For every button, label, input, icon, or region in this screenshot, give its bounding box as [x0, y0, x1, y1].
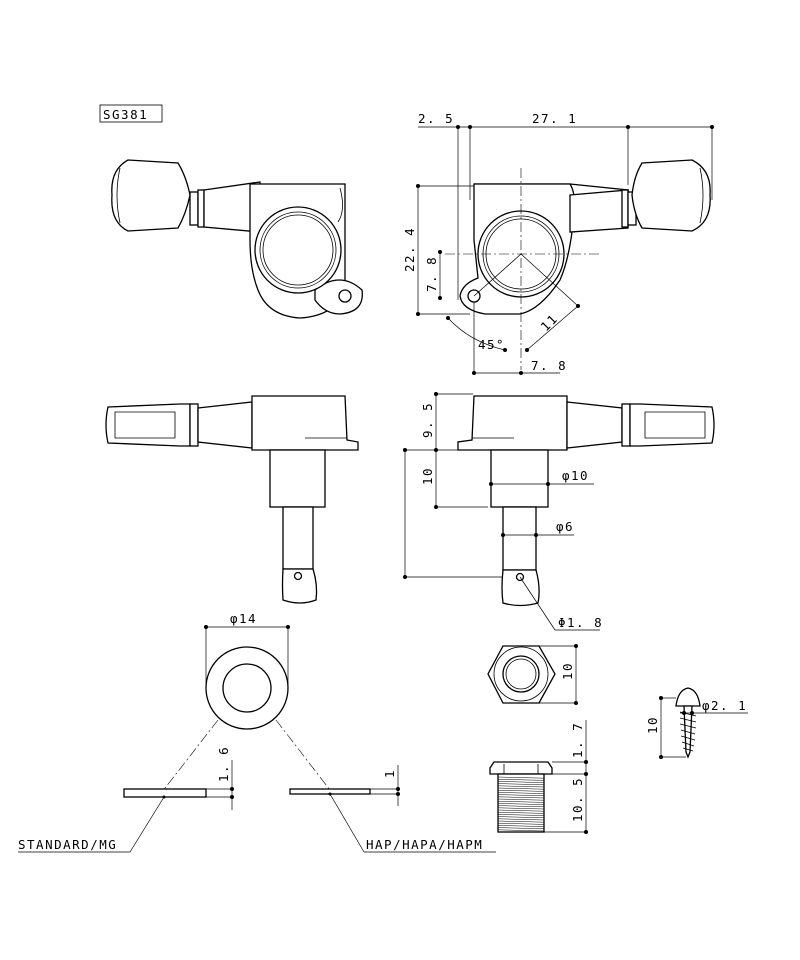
screw-hole: [338, 289, 352, 303]
thread-line: [497, 794, 545, 797]
thread-line: [497, 816, 545, 819]
dim-2-5: 2. 5: [418, 111, 454, 126]
tuner-front-view-right: 9. 5 10 φ10 φ6 Φ1. 8: [403, 392, 715, 631]
thread-line: [497, 776, 545, 779]
thread-line: [497, 820, 545, 823]
thread-line: [497, 798, 545, 801]
thread-line: [497, 818, 545, 821]
dim-9-5: 9. 5: [420, 402, 435, 438]
thread-line: [497, 787, 545, 790]
tuner-button-right: [631, 159, 711, 232]
dim-1: 1: [382, 769, 397, 778]
tuner-front-view-left: [105, 395, 359, 604]
thread-lines: [497, 776, 545, 832]
label-hap: HAP/HAPA/HAPM: [366, 837, 483, 852]
dim-7-8-vertical: 7. 8: [424, 256, 439, 292]
thread-line: [497, 783, 545, 786]
bushing-post: [269, 449, 326, 508]
thread-line: [497, 800, 545, 803]
mounting-screw: 10 φ2. 1: [645, 687, 748, 759]
washer-inner: [222, 663, 272, 713]
dim-phi1-8: Φ1. 8: [558, 615, 603, 630]
string-post-right: [502, 506, 537, 571]
dim-10-vertical: 10: [420, 467, 435, 485]
bushing-flange: [489, 761, 553, 775]
thread-line: [497, 809, 545, 812]
dim-phi2-1: φ2. 1: [702, 698, 747, 713]
thread-line: [497, 785, 545, 788]
washer-view: φ14 1. 6 STANDARD/MG 1 HAP/HAPA/HAPM: [18, 611, 496, 853]
threaded-bushing: 1. 7 10. 5: [489, 720, 588, 834]
dim-1-7: 1. 7: [570, 722, 585, 758]
dim-7-8-horizontal: 7. 8: [531, 358, 567, 373]
dim-11: 11: [538, 311, 561, 334]
dim-22-4: 22. 4: [402, 227, 417, 272]
thread-line: [497, 814, 545, 816]
dim-10-5: 10. 5: [570, 777, 585, 822]
thread-line: [497, 829, 545, 832]
model-number: SG381: [103, 107, 148, 122]
thread-line: [497, 778, 545, 781]
string-post: [282, 506, 314, 570]
thread-line: [497, 803, 545, 805]
dim-screw-10: 10: [645, 716, 660, 734]
label-standard: STANDARD/MG: [18, 837, 117, 852]
dim-1-6: 1. 6: [216, 746, 231, 782]
thread-line: [497, 781, 545, 783]
bushing-post-right: [490, 449, 549, 508]
housing-side-right: [457, 395, 568, 451]
button-side: [105, 403, 191, 447]
thread-line: [497, 789, 545, 792]
thread-line: [497, 796, 545, 799]
button-side-right: [629, 403, 715, 447]
dim-45-degrees: 45°: [478, 337, 505, 352]
dim-27-1: 27. 1: [532, 111, 577, 126]
thread-line: [497, 825, 545, 827]
dim-phi14: φ14: [230, 611, 257, 626]
hex-nut-top: 10: [487, 644, 578, 705]
tuner-button: [111, 159, 191, 232]
dim-phi10: φ10: [562, 468, 589, 483]
thread-line: [497, 827, 545, 830]
dim-nut-10: 10: [560, 662, 575, 680]
post-ring-outer: [254, 206, 342, 294]
tuner-top-view-left: [111, 159, 363, 319]
housing-side: [251, 395, 359, 451]
button-collar: [189, 191, 199, 226]
tuner-top-view-right: 2. 5 27. 1 22. 4 7. 8 11: [402, 111, 714, 375]
nut-bore: [502, 655, 540, 693]
model-label: SG381: [99, 104, 163, 123]
thread-line: [497, 822, 545, 825]
screw-head: [675, 687, 701, 707]
thread-line: [497, 792, 545, 794]
dim-phi6: φ6: [556, 519, 574, 534]
thread-line: [497, 807, 545, 810]
thread-line: [497, 805, 545, 808]
thread-line: [497, 811, 545, 814]
washer-standard: [123, 788, 207, 798]
